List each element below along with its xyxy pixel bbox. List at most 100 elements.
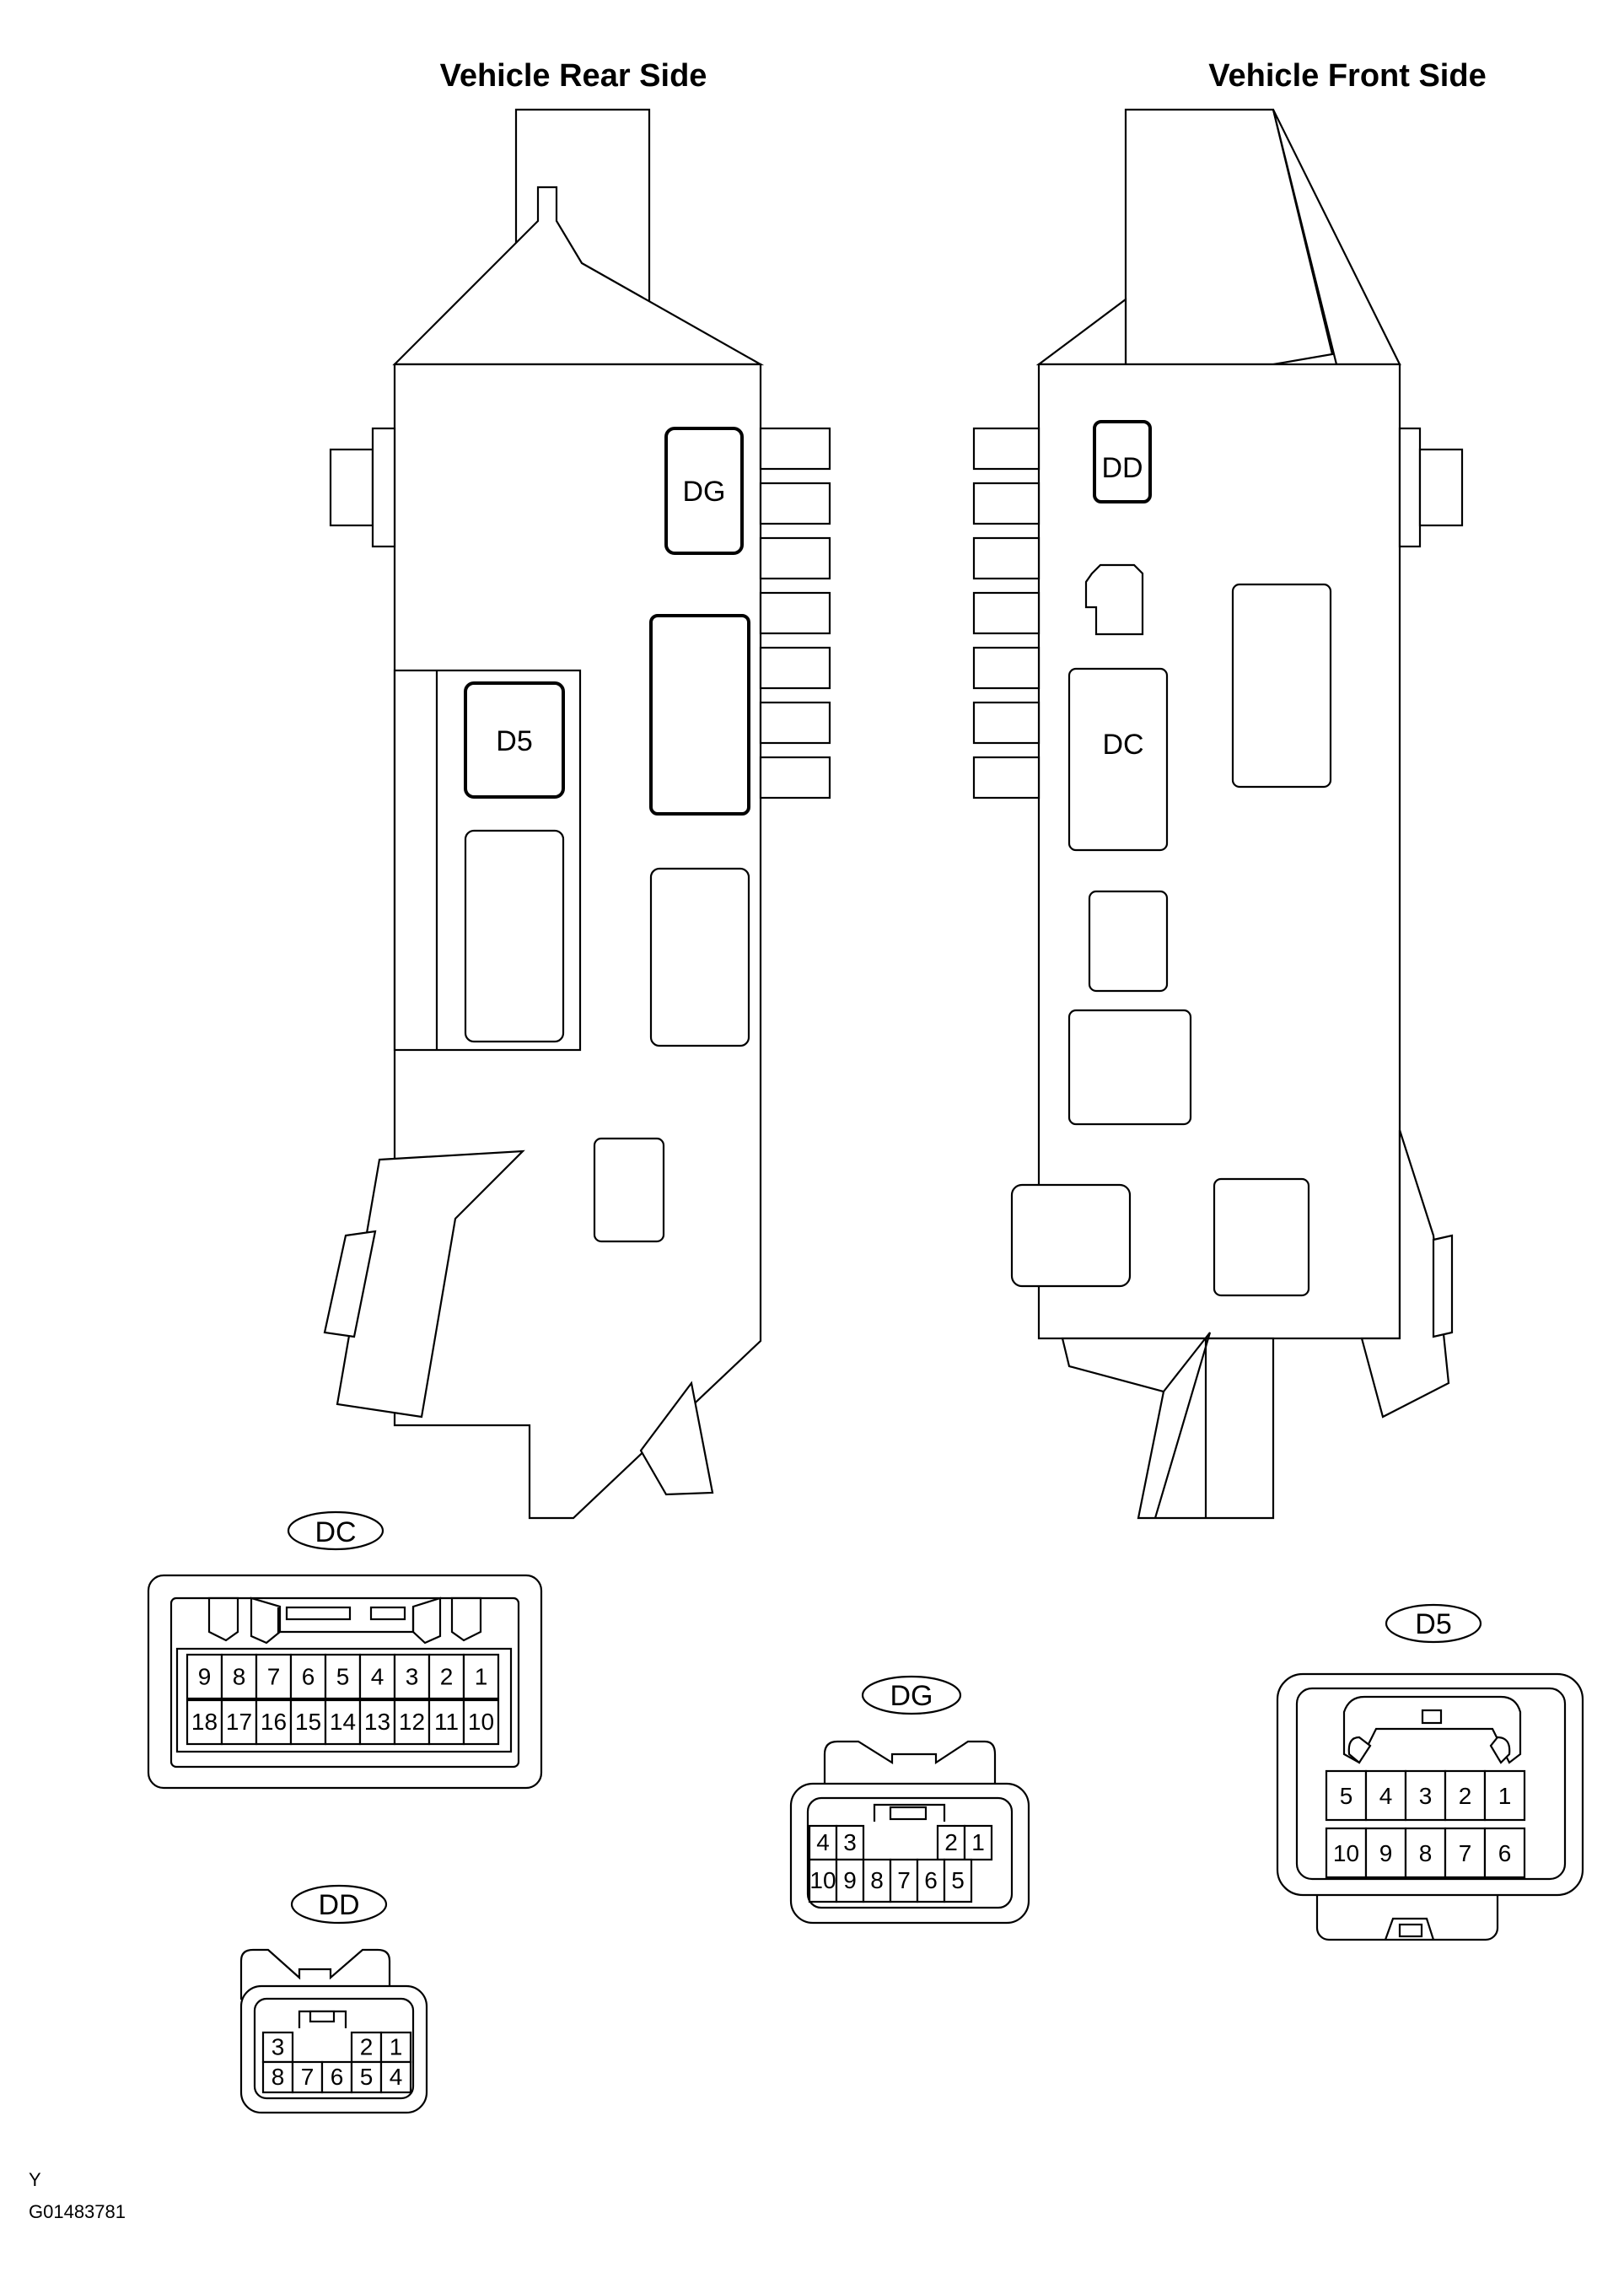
front-dd-label: DD — [1101, 452, 1143, 484]
pin-cell — [379, 2060, 412, 2094]
rear-side-title: Vehicle Rear Side — [440, 58, 707, 94]
pin-number: 7 — [1459, 1840, 1472, 1866]
pin-number: 10 — [468, 1709, 494, 1735]
front-side-title: Vehicle Front Side — [1208, 58, 1486, 94]
pin-cell — [220, 1653, 258, 1700]
pin-number: 5 — [951, 1867, 965, 1893]
pin-number: 1 — [1498, 1783, 1512, 1809]
pin-number: 9 — [198, 1664, 212, 1690]
pin-number: 7 — [267, 1664, 281, 1690]
pin-number: 12 — [399, 1709, 425, 1735]
pin-cell — [1325, 1827, 1368, 1879]
pin-cell — [943, 1858, 973, 1903]
pin-number: 5 — [336, 1664, 350, 1690]
pin-cell — [324, 1653, 362, 1700]
pin-number: 2 — [944, 1829, 958, 1855]
pin-number: 8 — [272, 2064, 285, 2090]
pin-number: 3 — [843, 1829, 857, 1855]
pin-cell — [1404, 1827, 1447, 1879]
pin-number: 4 — [816, 1829, 830, 1855]
pin-number: 1 — [475, 1664, 488, 1690]
pin-number: 4 — [1379, 1783, 1393, 1809]
pin-number: 7 — [897, 1867, 911, 1893]
pin-cell — [186, 1653, 223, 1700]
pin-cell — [835, 1858, 865, 1903]
pin-number: 6 — [331, 2064, 344, 2090]
dd-connector-label: DD — [318, 1889, 359, 1921]
pin-cell — [1444, 1827, 1487, 1879]
pin-number: 9 — [843, 1867, 857, 1893]
pin-number: 10 — [1333, 1840, 1359, 1866]
pin-cell — [289, 1699, 327, 1746]
pin-cell — [862, 1858, 892, 1903]
pin-number: 3 — [1419, 1783, 1433, 1809]
pin-number: 2 — [440, 1664, 454, 1690]
pin-cell — [1364, 1827, 1407, 1879]
pin-cell — [963, 1824, 993, 1861]
pin-number: 9 — [1379, 1840, 1393, 1866]
pin-number: 1 — [971, 1829, 985, 1855]
pin-number: 4 — [390, 2064, 403, 2090]
pin-cell — [186, 1699, 223, 1746]
pin-cell — [261, 2031, 294, 2064]
dg-connector-label: DG — [890, 1680, 933, 1712]
pin-cell — [808, 1824, 838, 1861]
pin-number: 8 — [1419, 1840, 1433, 1866]
figure-code: G01483781 — [29, 2201, 126, 2222]
pin-number: 10 — [809, 1867, 836, 1893]
pin-cell — [835, 1824, 865, 1861]
pin-number: 15 — [295, 1709, 321, 1735]
pin-number: 4 — [371, 1664, 384, 1690]
d5-connector-label: D5 — [1415, 1608, 1451, 1640]
pin-number: 3 — [406, 1664, 419, 1690]
pin-cell — [324, 1699, 362, 1746]
pin-cell — [462, 1653, 500, 1700]
pin-number: 8 — [870, 1867, 884, 1893]
pin-number: 5 — [1340, 1783, 1353, 1809]
pin-number: 5 — [360, 2064, 374, 2090]
pin-cell — [379, 2031, 412, 2064]
pin-cell — [255, 1699, 293, 1746]
pin-cell — [220, 1699, 258, 1746]
pin-cell — [1444, 1769, 1487, 1822]
pin-number: 8 — [233, 1664, 246, 1690]
pin-number: 2 — [1459, 1783, 1472, 1809]
pin-cell — [916, 1858, 946, 1903]
front-side-view: DD DC — [972, 108, 1464, 1520]
pin-cell — [289, 1653, 327, 1700]
pin-cell — [889, 1858, 919, 1903]
pin-number: 1 — [390, 2034, 403, 2060]
rear-d5-label: D5 — [496, 725, 532, 757]
pin-cell — [291, 2060, 324, 2094]
pin-number: 13 — [364, 1709, 390, 1735]
pin-number: 6 — [1498, 1840, 1512, 1866]
pin-number: 14 — [330, 1709, 356, 1735]
pin-number: 3 — [272, 2034, 285, 2060]
pin-number: 6 — [924, 1867, 938, 1893]
pin-cell — [255, 1653, 293, 1700]
pin-number: 2 — [360, 2034, 374, 2060]
pin-cell — [1364, 1769, 1407, 1822]
pin-cell — [1325, 1769, 1368, 1822]
pin-number: 6 — [302, 1664, 315, 1690]
pin-cell — [1483, 1769, 1526, 1822]
pin-cell — [462, 1699, 500, 1746]
rear-side-view: DG D5 — [323, 108, 831, 1520]
pin-cell — [350, 2060, 383, 2094]
pin-cell — [428, 1653, 465, 1700]
dc-connector-label: DC — [315, 1516, 356, 1548]
rear-dg-label: DG — [683, 476, 726, 508]
